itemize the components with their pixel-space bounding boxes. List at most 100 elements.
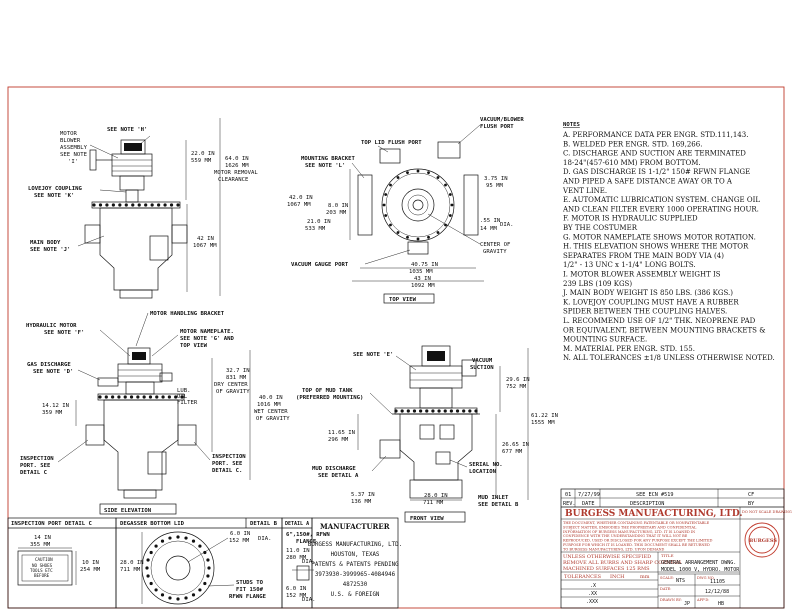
svg-text:FILTER: FILTER bbox=[177, 400, 198, 406]
lub-oil-filter bbox=[159, 372, 173, 382]
detail-a-drawing: 6",150#, RFWN FLANGE 11.0 IN 280 MM DIA.… bbox=[286, 532, 330, 603]
svg-text:1067 MM: 1067 MM bbox=[193, 243, 217, 249]
svg-text:INSPECTION: INSPECTION bbox=[20, 456, 54, 462]
svg-text:26.65 IN: 26.65 IN bbox=[502, 442, 529, 448]
lid-stud bbox=[160, 593, 165, 597]
svg-text:OF GRAVITY: OF GRAVITY bbox=[216, 389, 250, 395]
svg-text:6",150#, RFWN: 6",150#, RFWN bbox=[286, 532, 330, 538]
drawing-title: GENERAL ARRANGEMENT DWNG. MODEL 1000 V, … bbox=[661, 560, 740, 573]
lovejoy-coupling-label: LOVEJOY COUPLING SEE NOTE 'K' bbox=[28, 186, 83, 199]
flange-bolt bbox=[449, 409, 453, 413]
svg-text:VACUUM: VACUUM bbox=[472, 358, 493, 364]
svg-text:INCH: INCH bbox=[610, 574, 625, 580]
side-inspection-port-right bbox=[177, 424, 197, 446]
lid-stud bbox=[191, 539, 196, 543]
flange-bolt bbox=[462, 409, 466, 413]
top-lid-flush-port-label: TOP LID FLUSH PORT bbox=[361, 140, 422, 146]
company-name: BURGESS MANUFACTURING, LTD. bbox=[565, 509, 742, 519]
svg-text:LOVEJOY COUPLING: LOVEJOY COUPLING bbox=[28, 186, 83, 192]
top-bolt bbox=[396, 231, 400, 234]
detail-b-box: DEGASSER BOTTOM LID DETAIL B 28.0 IN 711… bbox=[115, 517, 283, 609]
svg-text:MUD INLET: MUD INLET bbox=[478, 495, 509, 501]
note-line: E. AUTOMATIC LUBRICATION SYSTEM. CHANGE … bbox=[563, 196, 760, 204]
flange-bolt bbox=[150, 203, 154, 207]
flange-bolt bbox=[144, 203, 148, 207]
detail-a-dim-11: 11.0 IN 280 MM DIA. bbox=[286, 548, 315, 565]
front-view-title: FRONT VIEW bbox=[410, 516, 444, 522]
svg-text:DIA.: DIA. bbox=[302, 559, 315, 565]
note-line: 1/2" - 13 UNC x 1-1/4" LONG BOLTS. bbox=[563, 261, 696, 269]
flange-bolt bbox=[111, 203, 115, 207]
svg-text:831 MM: 831 MM bbox=[226, 375, 247, 381]
svg-text:8.0 IN: 8.0 IN bbox=[328, 203, 348, 209]
lub-oil-filter-label: LUB. OIL FILTER bbox=[177, 388, 198, 406]
svg-text:01: 01 bbox=[565, 492, 571, 498]
top-bolt bbox=[427, 235, 430, 239]
manufacturer-box: MANUFACTURER BURGESS MANUFACTURING, LTD.… bbox=[308, 517, 402, 609]
note-line: M. MATERIAL PER ENGR. STD. 155. bbox=[563, 345, 695, 353]
note-line: B. WELDED PER ENGR. STD. 169,266. bbox=[563, 140, 702, 148]
svg-text:296 MM: 296 MM bbox=[328, 437, 349, 443]
side-port-right bbox=[171, 224, 188, 244]
side-elevation-title-box bbox=[99, 503, 177, 515]
note-line: C. DISCHARGE AND SUCTION ARE TERMINATED bbox=[563, 150, 746, 158]
approved-value: HB bbox=[718, 601, 724, 607]
detail-a-flange-label: 6",150#, RFWN FLANGE bbox=[286, 532, 330, 545]
approved-label: APP'D: bbox=[696, 598, 710, 602]
scale-label: SCALE: bbox=[660, 576, 674, 580]
svg-text:152 MM: 152 MM bbox=[229, 538, 250, 544]
svg-text:1035 MM: 1035 MM bbox=[409, 269, 433, 275]
svg-text:677 MM: 677 MM bbox=[502, 449, 523, 455]
svg-text:254 MM: 254 MM bbox=[80, 567, 101, 573]
svg-text:SEE NOTE: SEE NOTE bbox=[60, 152, 88, 158]
svg-text:BLOWER: BLOWER bbox=[60, 138, 81, 144]
dim-40-label: 40.0 IN 1016 MM WET CENTER OF GRAVITY bbox=[254, 395, 290, 422]
lid-stud bbox=[154, 588, 158, 592]
svg-text:LOCATION: LOCATION bbox=[469, 469, 497, 475]
svg-text:MACHINED SURFACES 125 RMS: MACHINED SURFACES 125 RMS bbox=[563, 566, 650, 572]
flange-bolt bbox=[148, 395, 153, 399]
side-port-left bbox=[84, 224, 101, 244]
svg-text:CAUTION: CAUTION bbox=[35, 557, 53, 562]
svg-text:559 MM: 559 MM bbox=[191, 158, 212, 164]
svg-text:CENTER OF: CENTER OF bbox=[480, 242, 511, 248]
dim-42-top-label: 42.0 IN 1067 MM bbox=[287, 195, 313, 208]
svg-text:203 MM: 203 MM bbox=[326, 210, 347, 216]
svg-text:FLUSH PORT: FLUSH PORT bbox=[480, 124, 514, 130]
detail-b-dim-28: 28.0 IN 711 MM bbox=[120, 560, 144, 573]
svg-text:359 MM: 359 MM bbox=[42, 410, 63, 416]
note-line: A. PERFORMANCE DATA PER ENGR. STD.111,14… bbox=[562, 131, 748, 139]
svg-text:28.0 IN: 28.0 IN bbox=[424, 493, 448, 499]
flange-bolt bbox=[174, 395, 178, 399]
detail-c-box: INSPECTION PORT DETAIL C 14 IN 355 MM CA… bbox=[7, 517, 117, 609]
svg-text:SEE NOTE 'L': SEE NOTE 'L' bbox=[305, 163, 345, 169]
svg-text:42 IN: 42 IN bbox=[197, 236, 214, 242]
caution-plate-text: CAUTION NO SHOES TOOLS ETC BEFORE bbox=[30, 557, 53, 578]
svg-text:11.0 IN: 11.0 IN bbox=[286, 548, 310, 554]
flange-bolt bbox=[406, 409, 410, 413]
detail-c-title: INSPECTION PORT DETAIL C bbox=[11, 521, 92, 527]
svg-text:OIL: OIL bbox=[177, 394, 188, 400]
vacuum-suction-port bbox=[461, 359, 477, 377]
dwg-no-label: DWG NO. bbox=[697, 576, 715, 580]
confidential-line: INFORMATION OF BURGESS MANUFACTURING, LT… bbox=[563, 530, 695, 534]
svg-text:64.0 IN: 64.0 IN bbox=[225, 156, 249, 162]
svg-text:'I': 'I' bbox=[68, 159, 78, 165]
svg-text:DIA.: DIA. bbox=[302, 597, 315, 603]
svg-text:1016 MM: 1016 MM bbox=[257, 402, 281, 408]
svg-text:(PREFERRED MOUNTING): (PREFERRED MOUNTING) bbox=[296, 395, 363, 401]
svg-text:22.0 IN: 22.0 IN bbox=[191, 151, 215, 157]
top-bolt bbox=[389, 223, 392, 227]
elevation-view-main: SEE NOTE 'H' MOTOR BLOWER ASSEMBLY SEE N… bbox=[28, 118, 258, 299]
svg-text:FLANGE: FLANGE bbox=[296, 539, 316, 545]
svg-text:MUD DISCHARGE: MUD DISCHARGE bbox=[312, 466, 356, 472]
flange-bolt bbox=[137, 203, 141, 207]
motor-blower-label: MOTOR BLOWER ASSEMBLY SEE NOTE 'I' bbox=[60, 131, 88, 165]
revision-row: 01 7/27/99 SEE ECN #519 CF bbox=[565, 492, 754, 498]
svg-text:32.7 IN: 32.7 IN bbox=[226, 368, 250, 374]
dim-2665-label: 26.65 IN 677 MM bbox=[502, 442, 529, 455]
flange-bolt bbox=[123, 395, 127, 399]
side-elevation-view: MOTOR HANDLING BRACKET HYDRAULIC MOTOR S… bbox=[20, 311, 290, 515]
seal-text: BURGESS bbox=[749, 538, 777, 544]
